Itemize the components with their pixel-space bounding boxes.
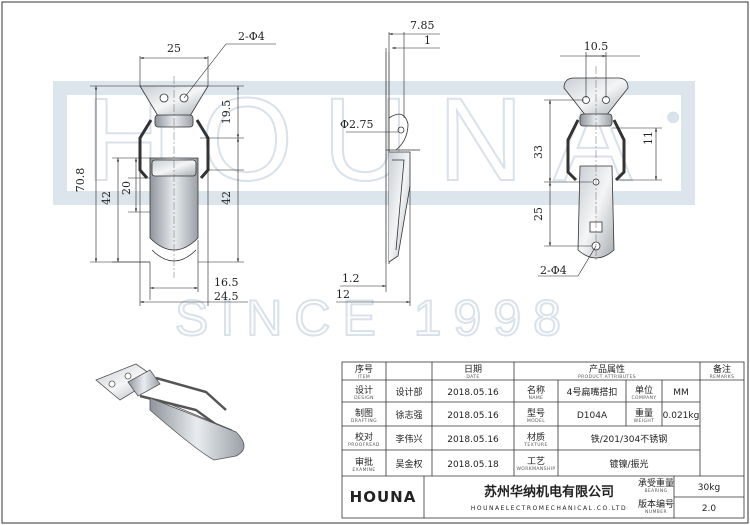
company-name-en: HOUNAELECTROMECHANICAL.CO.LTD xyxy=(471,505,627,512)
version-label: 版本编号 xyxy=(638,498,674,510)
version-label-en: NUMBER xyxy=(645,509,667,515)
dim-front-overall-height: 70.8 xyxy=(74,168,87,193)
row-role: 校对 xyxy=(355,431,373,443)
attr-weight-value: 0.021kg xyxy=(663,411,700,421)
dim-front-holes: 2-Φ4 xyxy=(238,30,265,43)
row-date: 2018.05.16 xyxy=(447,435,499,445)
company-name-cn: 苏州华纳机电有限公司 xyxy=(484,484,614,500)
attr-model-value: D104A xyxy=(577,411,608,421)
attr-model-label-en: MODEL xyxy=(527,418,545,424)
attr-name-label: 名称 xyxy=(527,384,545,396)
dim-right-holes: 2-Φ4 xyxy=(540,264,567,277)
dim-side-7-85: 7.85 xyxy=(410,19,435,32)
load-label-en: BEARING xyxy=(644,488,667,494)
dim-side-wire: Φ2.75 xyxy=(340,118,374,131)
dim-right-33: 33 xyxy=(532,145,545,159)
right-dimension-labels: 10.5 33 25 11 2-Φ4 xyxy=(532,40,655,277)
attr-process-label: 工艺 xyxy=(527,456,545,467)
isometric-view xyxy=(95,363,245,461)
row-role-en: DESIGN xyxy=(354,395,374,401)
front-view xyxy=(138,76,210,278)
front-dimensions xyxy=(90,43,276,306)
dim-right-25: 25 xyxy=(532,207,545,221)
front-dimension-labels: 25 2-Φ4 70.8 42 20 19.5 42 16.5 24.5 xyxy=(74,30,265,303)
attr-unit-label-en: COMPANY xyxy=(632,395,657,401)
front-mount-hole-left xyxy=(159,93,169,103)
dim-front-20: 20 xyxy=(120,181,133,195)
row-role: 设计 xyxy=(355,384,373,396)
side-wire-section xyxy=(397,126,405,134)
attr-unit-label: 单位 xyxy=(635,384,653,396)
attr-process-label-en: WORKMANSHIP xyxy=(516,466,555,472)
iso-mount-hole-right xyxy=(124,372,132,380)
row-person: 设计部 xyxy=(395,386,422,398)
load-label: 承受重量 xyxy=(638,477,674,489)
dim-front-right-42: 42 xyxy=(220,191,233,205)
row-person: 李伟兴 xyxy=(395,433,422,445)
right-dimensions xyxy=(538,52,662,277)
dim-right-10-5: 10.5 xyxy=(584,40,609,53)
iso-wire-loop xyxy=(139,376,227,428)
dim-front-24-5: 24.5 xyxy=(214,290,239,303)
title-block-text: 序号 ITEM 日期 DATE 产品属性 PRODUCT ATTRIBUTES … xyxy=(348,363,734,515)
row-date: 2018.05.18 xyxy=(447,460,499,470)
attr-name-value: 4号扁嘴搭扣 xyxy=(567,386,618,398)
dim-front-16-5: 16.5 xyxy=(214,276,239,289)
watermark: HOUNA ® SINCE 1998 xyxy=(53,73,695,347)
th-remark-en: REMARKS xyxy=(710,374,735,380)
th-remark: 备注 xyxy=(713,363,731,375)
row-date: 2018.05.16 xyxy=(447,411,499,421)
dim-front-19-5: 19.5 xyxy=(220,100,233,125)
side-hinge-loop xyxy=(388,113,409,151)
front-wire-loop xyxy=(138,119,210,179)
dim-front-inner-42: 42 xyxy=(100,191,113,205)
watermark-registered-mark: ® xyxy=(668,109,679,125)
dim-front-top-width: 25 xyxy=(167,42,181,55)
row-role-en: PROOFREAD xyxy=(348,442,380,448)
watermark-since: SINCE 1998 xyxy=(175,290,573,346)
load-value: 30kg xyxy=(698,483,720,493)
attr-material-label-en: TEXTURE xyxy=(523,442,547,448)
th-attr-en: PRODUCT ATTRIBUTES xyxy=(578,374,636,380)
attr-model-label: 型号 xyxy=(527,408,545,419)
row-role: 审批 xyxy=(355,456,373,468)
row-role: 制图 xyxy=(355,407,373,419)
attr-weight-label-en: WEIGHT xyxy=(634,418,655,424)
attr-process-value: 镀镍/振光 xyxy=(609,458,648,470)
attr-material-value: 铁/201/304不锈钢 xyxy=(591,433,667,445)
version-value: 2.0 xyxy=(702,504,717,514)
iso-hinge xyxy=(127,369,161,397)
th-seq-en: ITEM xyxy=(358,374,370,380)
dim-side-1: 1 xyxy=(424,34,431,47)
row-role-en: DRAFTING xyxy=(351,418,377,424)
attr-name-label-en: NAME xyxy=(529,395,544,401)
attr-unit-value: MM xyxy=(673,388,689,398)
dim-right-11: 11 xyxy=(642,131,655,145)
row-person: 徐志强 xyxy=(395,409,422,421)
dim-side-1-2: 1.2 xyxy=(342,272,360,285)
side-dimensions xyxy=(336,32,440,306)
th-seq: 序号 xyxy=(355,363,373,375)
th-date: 日期 xyxy=(464,364,482,375)
company-logo: HOUNA xyxy=(350,488,417,506)
right-wire-loop xyxy=(566,119,626,182)
title-block xyxy=(341,361,745,519)
attr-material-label: 材质 xyxy=(527,431,545,443)
dim-side-12: 12 xyxy=(336,288,350,301)
row-person: 吴金权 xyxy=(395,458,422,470)
side-dimension-labels: 7.85 1 Φ2.75 1.2 12 xyxy=(336,19,435,301)
right-view xyxy=(563,66,629,262)
th-date-en: DATE xyxy=(466,374,479,380)
iso-catch-body xyxy=(149,397,245,461)
attr-weight-label: 重量 xyxy=(635,407,653,419)
row-date: 2018.05.16 xyxy=(447,388,499,398)
iso-mount-hole-left xyxy=(108,380,116,388)
th-attr: 产品属性 xyxy=(589,363,625,375)
row-role-en: EXAMINE xyxy=(352,467,375,473)
